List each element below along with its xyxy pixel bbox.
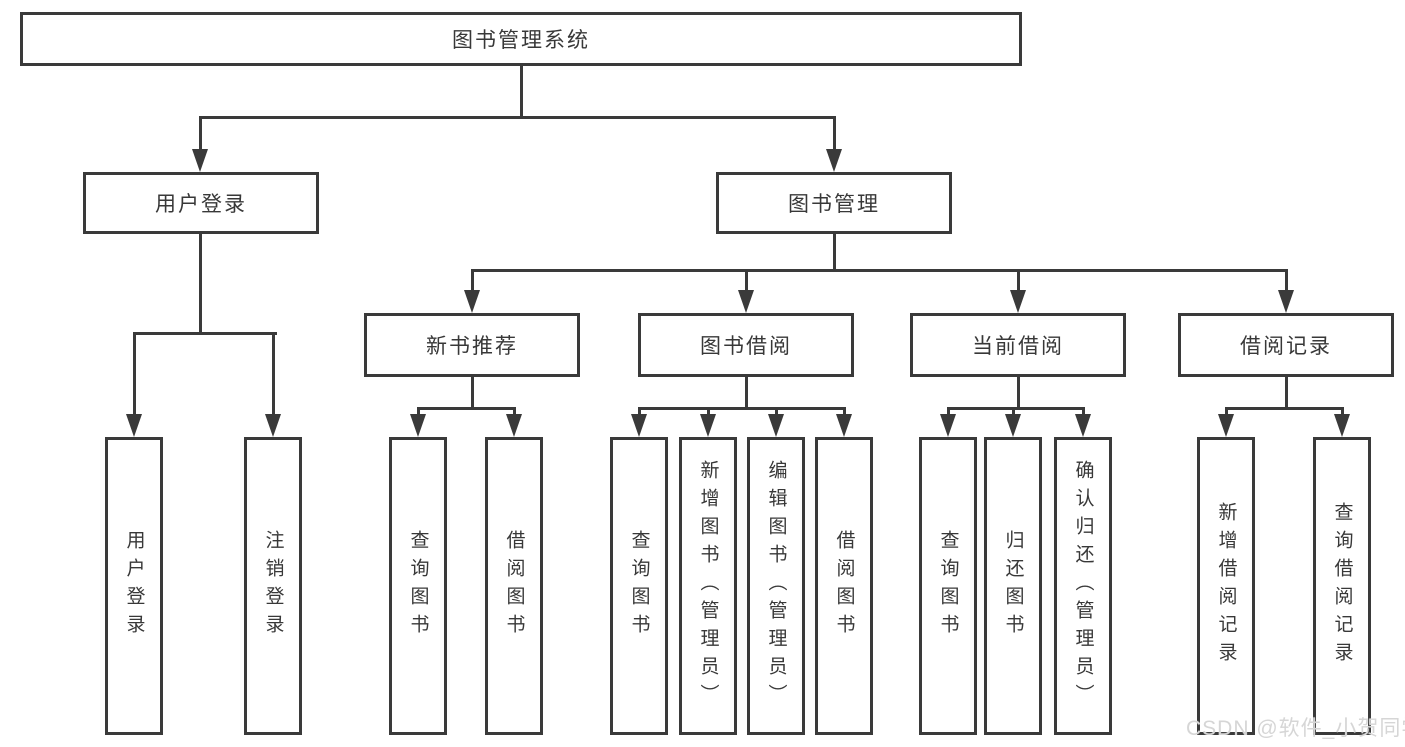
connector-line [1225,407,1228,420]
leaf-query-books-borrow: 查询图书 [610,437,668,735]
connector-arrowhead-icon [1218,414,1234,437]
node-label: 图书借阅 [700,335,792,358]
node-library-system: 图书管理系统 [20,12,1022,66]
connector-arrowhead-icon [826,149,842,172]
leaf-borrow-books: 借阅图书 [815,437,873,735]
node-label: 查询图书 [937,530,959,642]
connector-line [471,269,1288,272]
connector-arrowhead-icon [836,414,852,437]
node-label: 新增借阅记录 [1215,502,1237,670]
connector-arrowhead-icon [126,414,142,437]
connector-arrowhead-icon [1010,290,1026,313]
node-label: 查询借阅记录 [1331,502,1353,670]
node-label: 新增图书（管理员） [697,460,719,712]
connector-line [1017,377,1020,410]
node-label: 确认归还（管理员） [1072,460,1094,712]
leaf-query-books-current: 查询图书 [919,437,977,735]
node-label: 当前借阅 [972,335,1064,358]
connector-line [1225,407,1344,410]
leaf-query-books-recommend: 查询图书 [389,437,447,735]
leaf-edit-book-admin: 编辑图书（管理员） [747,437,805,735]
node-label: 借阅图书 [503,530,525,642]
leaf-borrow-books-recommend: 借阅图书 [485,437,543,735]
connector-line [133,332,136,417]
connector-line [833,234,836,272]
connector-line [1341,407,1344,420]
connector-arrowhead-icon [192,149,208,172]
leaf-add-borrow-record: 新增借阅记录 [1197,437,1255,735]
node-label: 归还图书 [1002,530,1024,642]
node-book-borrow: 图书借阅 [638,313,854,377]
node-borrow-records: 借阅记录 [1178,313,1394,377]
node-label: 编辑图书（管理员） [765,460,787,712]
connector-arrowhead-icon [1075,414,1091,437]
node-new-book-recommend: 新书推荐 [364,313,580,377]
connector-line [638,407,846,410]
connector-line [417,407,516,410]
connector-line [199,234,202,335]
connector-arrowhead-icon [940,414,956,437]
connector-line [471,377,474,410]
node-label: 用户登录 [155,193,247,216]
connector-line [1285,377,1288,410]
node-label: 新书推荐 [426,335,518,358]
node-label: 查询图书 [628,530,650,642]
connector-arrowhead-icon [1278,290,1294,313]
connector-line [775,407,778,420]
connector-arrowhead-icon [738,290,754,313]
connector-line [513,407,516,420]
leaf-confirm-return-admin: 确认归还（管理员） [1054,437,1112,735]
node-label: 图书管理 [788,193,880,216]
node-label: 借阅图书 [833,530,855,642]
connector-arrowhead-icon [700,414,716,437]
node-label: 查询图书 [407,530,429,642]
node-label: 注销登录 [262,530,284,642]
connector-line [947,407,1085,410]
leaf-add-book-admin: 新增图书（管理员） [679,437,737,735]
connector-line [417,407,420,420]
connector-line [745,269,748,294]
connector-arrowhead-icon [265,414,281,437]
connector-line [520,66,523,118]
leaf-query-borrow-record: 查询借阅记录 [1313,437,1371,735]
connector-line [471,269,474,294]
connector-line [199,116,836,119]
connector-line [947,407,950,420]
connector-arrowhead-icon [464,290,480,313]
node-user-login: 用户登录 [83,172,319,234]
connector-line [833,116,836,152]
connector-arrowhead-icon [768,414,784,437]
leaf-return-books: 归还图书 [984,437,1042,735]
connector-line [638,407,641,420]
connector-line [133,332,277,335]
watermark: CSDN @软件_小贺同学 [1186,717,1405,740]
connector-line [707,407,710,420]
connector-line [1082,407,1085,420]
connector-arrowhead-icon [410,414,426,437]
connector-line [1012,407,1015,420]
connector-line [843,407,846,420]
connector-arrowhead-icon [1005,414,1021,437]
node-label: 图书管理系统 [452,29,590,52]
connector-arrowhead-icon [631,414,647,437]
connector-line [199,116,202,152]
connector-arrowhead-icon [506,414,522,437]
connector-line [1285,269,1288,294]
leaf-user-login: 用户登录 [105,437,163,735]
node-book-management: 图书管理 [716,172,952,234]
connector-line [1017,269,1020,294]
connector-line [272,332,275,417]
connector-arrowhead-icon [1334,414,1350,437]
node-label: 借阅记录 [1240,335,1332,358]
node-current-borrow: 当前借阅 [910,313,1126,377]
node-label: 用户登录 [123,530,145,642]
leaf-logout: 注销登录 [244,437,302,735]
connector-line [745,377,748,410]
